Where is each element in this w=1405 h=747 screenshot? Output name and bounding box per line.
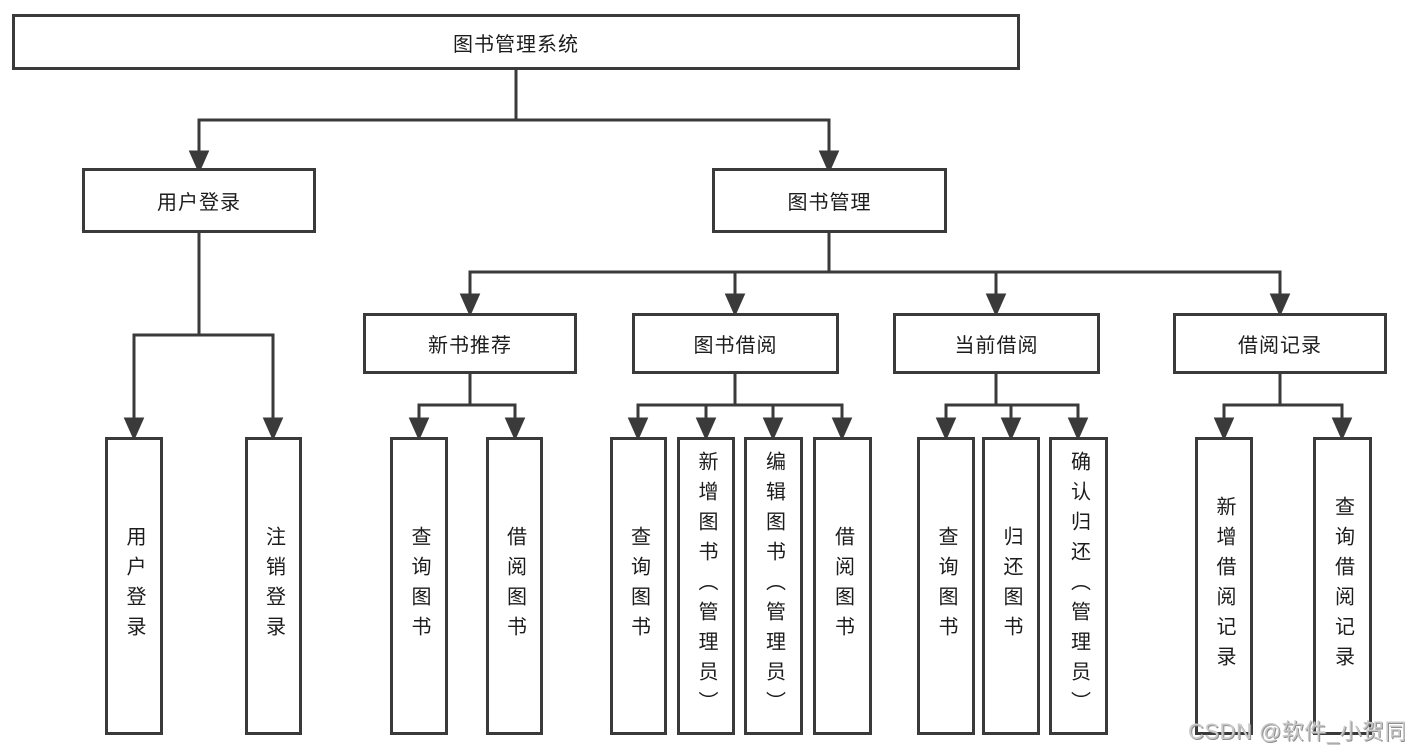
node-user-login: 用户登录 [82,168,316,233]
leaf-query-borrow-record-label: 查询借阅记录 [1331,496,1354,676]
leaf-query-books-recommend-label: 查询图书 [408,526,430,646]
leaf-add-books-admin: 新增图书（管理员） [677,437,735,735]
leaf-user-login-label: 用户登录 [123,526,145,646]
leaf-add-books-admin-label: 新增图书（管理员） [695,451,717,721]
leaf-return-books: 归还图书 [982,437,1040,735]
leaf-query-books-borrow-label: 查询图书 [627,526,650,646]
leaf-borrow-books: 借阅图书 [813,437,872,735]
leaf-add-borrow-record-label: 新增借阅记录 [1213,496,1235,676]
leaf-return-books-label: 归还图书 [1000,526,1022,646]
leaf-query-books-current: 查询图书 [917,437,975,735]
leaf-confirm-return-admin: 确认归还（管理员） [1049,437,1108,735]
leaf-user-login: 用户登录 [105,437,163,735]
node-current-borrow: 当前借阅 [893,313,1100,374]
leaf-borrow-books-label: 借阅图书 [831,526,854,646]
leaf-edit-books-admin: 编辑图书（管理员） [744,437,803,735]
node-root-library-system: 图书管理系统 [12,14,1020,70]
leaf-add-borrow-record: 新增借阅记录 [1195,437,1253,735]
leaf-query-books-current-label: 查询图书 [935,526,957,646]
node-new-book-recommend: 新书推荐 [363,313,577,374]
node-book-management: 图书管理 [712,168,947,233]
node-book-borrow: 图书借阅 [632,313,839,374]
leaf-edit-books-admin-label: 编辑图书（管理员） [762,451,785,721]
leaf-borrow-books-recommend: 借阅图书 [486,437,543,735]
csdn-watermark: CSDN @软件_小贺同学 [1188,719,1405,744]
leaf-logout-label: 注销登录 [262,526,285,646]
leaf-query-books-borrow: 查询图书 [610,437,667,735]
leaf-query-borrow-record: 查询借阅记录 [1313,437,1372,735]
leaf-borrow-books-recommend-label: 借阅图书 [503,526,526,646]
leaf-query-books-recommend: 查询图书 [390,437,448,735]
leaf-logout: 注销登录 [245,437,302,735]
leaf-confirm-return-admin-label: 确认归还（管理员） [1067,451,1090,721]
node-borrow-records: 借阅记录 [1173,313,1387,374]
